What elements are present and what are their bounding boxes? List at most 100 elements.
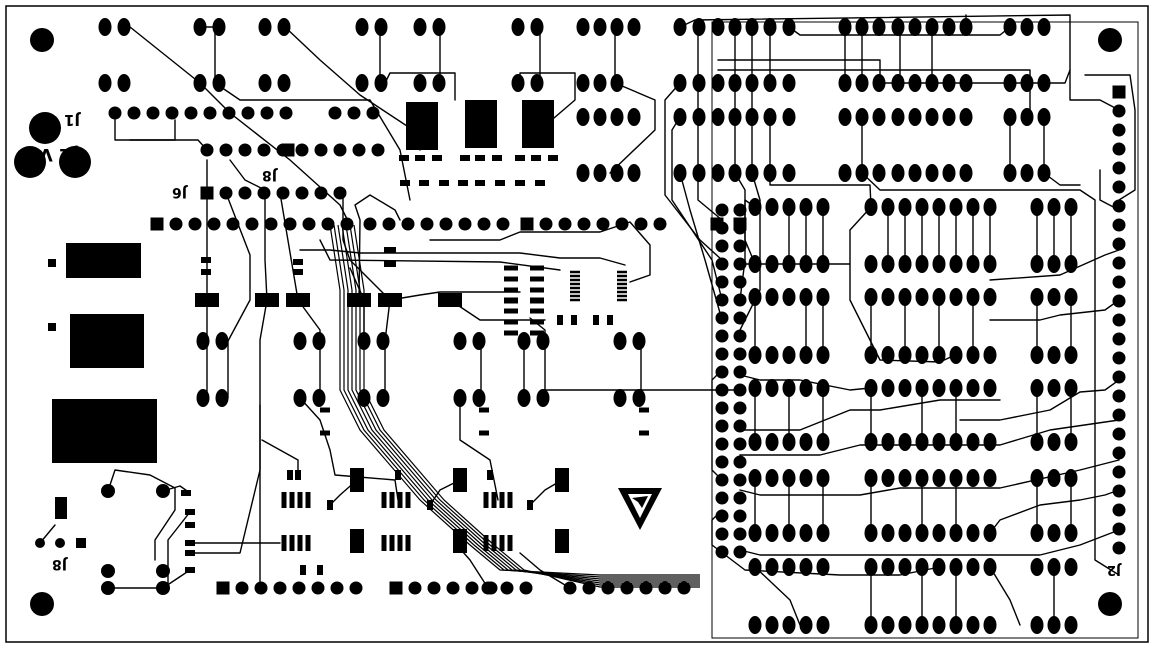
round-pad xyxy=(1112,256,1126,270)
oval-pad xyxy=(898,524,912,542)
trace xyxy=(739,399,1001,431)
oval-pad xyxy=(763,18,777,36)
smd-pad xyxy=(527,500,533,510)
oval-pad xyxy=(942,18,956,36)
oval-pad xyxy=(932,288,946,306)
oval-pad xyxy=(983,469,997,487)
round-pad xyxy=(715,509,729,523)
regulator-pad xyxy=(465,100,497,148)
smd-pad xyxy=(286,293,310,307)
oval-pad xyxy=(1047,379,1061,397)
oval-pad xyxy=(881,524,895,542)
oval-pad xyxy=(983,198,997,216)
round-pad xyxy=(1112,522,1126,536)
oval-pad xyxy=(959,108,973,126)
oval-pad xyxy=(312,389,326,407)
round-pad xyxy=(311,581,325,595)
round-pad xyxy=(1112,123,1126,137)
oval-pad xyxy=(942,108,956,126)
smd-pad xyxy=(397,492,403,508)
oval-pad xyxy=(576,18,590,36)
smd-pad xyxy=(570,274,580,278)
oval-pad xyxy=(673,108,687,126)
smd-pad xyxy=(491,492,497,508)
oval-pad xyxy=(983,558,997,576)
round-pad xyxy=(238,186,252,200)
trace xyxy=(259,299,268,589)
oval-pad xyxy=(196,389,210,407)
oval-pad xyxy=(413,18,427,36)
round-pad xyxy=(519,581,533,595)
mounting-hole xyxy=(1098,592,1122,616)
round-pad xyxy=(733,293,747,307)
smd-pad xyxy=(297,535,303,551)
power-pad xyxy=(66,243,141,278)
round-pad xyxy=(1112,484,1126,498)
oval-pad xyxy=(855,18,869,36)
oval-pad xyxy=(576,108,590,126)
oval-pad xyxy=(966,346,980,364)
round-pad xyxy=(108,106,122,120)
round-pad xyxy=(733,239,747,253)
oval-pad xyxy=(692,74,706,92)
oval-pad xyxy=(782,198,796,216)
oval-pad xyxy=(915,255,929,273)
oval-pad xyxy=(1037,164,1051,182)
oval-pad xyxy=(196,332,210,350)
round-pad xyxy=(733,509,747,523)
smd-pad xyxy=(405,492,411,508)
oval-pad xyxy=(881,198,895,216)
oval-pad xyxy=(1030,616,1044,634)
label-j2: J2 xyxy=(1107,562,1121,577)
oval-pad xyxy=(1020,108,1034,126)
round-pad xyxy=(328,106,342,120)
oval-pad xyxy=(932,379,946,397)
oval-pad xyxy=(949,524,963,542)
oval-pad xyxy=(1047,524,1061,542)
trace xyxy=(989,566,1021,626)
oval-pad xyxy=(949,379,963,397)
smd-pad xyxy=(530,319,544,325)
round-pad xyxy=(295,186,309,200)
oval-pad xyxy=(1064,558,1078,576)
bus-trace xyxy=(345,224,700,584)
oval-pad xyxy=(915,379,929,397)
oval-pad xyxy=(711,108,725,126)
smd-pad xyxy=(453,468,467,492)
oval-pad xyxy=(765,346,779,364)
oval-pad xyxy=(215,389,229,407)
smd-pad xyxy=(293,259,303,265)
oval-pad xyxy=(355,74,369,92)
round-pad xyxy=(1112,237,1126,251)
smd-pad xyxy=(317,565,323,575)
oval-pad xyxy=(765,255,779,273)
smd-pad xyxy=(535,180,545,186)
smd-pad xyxy=(504,308,518,314)
oval-pad xyxy=(816,288,830,306)
oval-pad xyxy=(1030,198,1044,216)
oval-pad xyxy=(816,558,830,576)
oval-pad xyxy=(864,346,878,364)
smd-pad xyxy=(548,155,558,161)
oval-pad xyxy=(193,18,207,36)
oval-pad xyxy=(1003,164,1017,182)
oval-pad xyxy=(898,346,912,364)
oval-pad xyxy=(782,558,796,576)
label-j6: J6 xyxy=(172,184,187,200)
oval-pad xyxy=(293,332,307,350)
round-pad xyxy=(596,217,610,231)
round-pad xyxy=(1112,465,1126,479)
power-pad xyxy=(55,497,67,519)
oval-pad xyxy=(453,332,467,350)
oval-pad xyxy=(355,18,369,36)
smd-pad xyxy=(297,492,303,508)
oval-pad xyxy=(915,616,929,634)
round-pad xyxy=(295,143,309,157)
smd-pad xyxy=(350,468,364,492)
oval-pad xyxy=(881,558,895,576)
oval-pad xyxy=(782,433,796,451)
oval-pad xyxy=(966,379,980,397)
smd-pad xyxy=(185,567,195,573)
oval-pad xyxy=(864,616,878,634)
oval-pad xyxy=(593,164,607,182)
